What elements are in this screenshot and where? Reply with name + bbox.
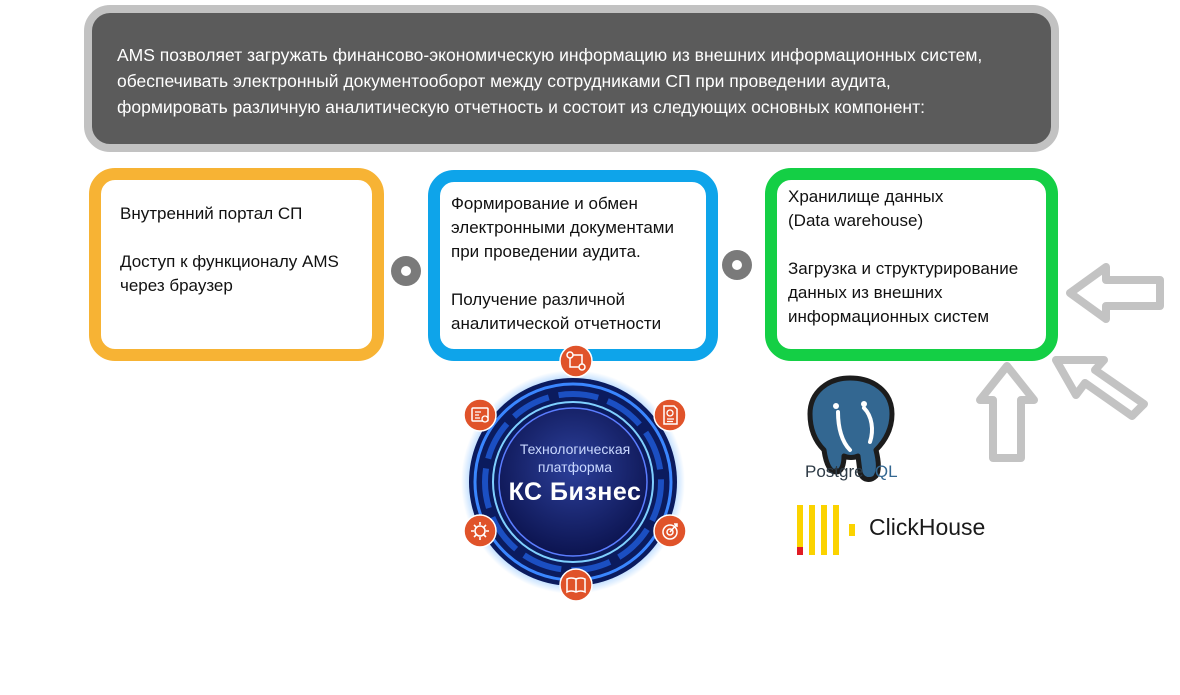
book-icon: [559, 568, 593, 602]
dwh-line-5: информационных систем: [788, 307, 990, 326]
platform-ring-icon: [461, 370, 685, 594]
connector-dot-icon: [722, 250, 752, 280]
target-icon: [653, 514, 687, 548]
banner-line-2: обеспечивать электронный документооборот…: [117, 71, 891, 91]
platform-subtitle: Технологическая платформа: [495, 440, 655, 476]
banner-line-3: формировать различную аналитическую отче…: [117, 97, 925, 117]
banner-line-1: AMS позволяет загружать финансово-эконом…: [117, 45, 983, 65]
workflow-icon: [559, 344, 593, 378]
dashboard-icon: [463, 398, 497, 432]
portal-desc-1: Доступ к функционалу AMS: [120, 252, 339, 271]
dwh-line-2: (Data warehouse): [788, 211, 924, 230]
platform-title: КС Бизнес: [508, 478, 642, 506]
docs-line-1: Формирование и обмен: [451, 194, 638, 213]
arrow-diagonal-icon: [1052, 356, 1148, 420]
postgresql-label-a: Postgre: [805, 462, 864, 481]
docs-line-3: при проведении аудита.: [451, 242, 641, 261]
arrow-up-icon: [976, 362, 1038, 462]
dwh-line-3: Загрузка и структурирование: [788, 259, 1019, 278]
gear-circuit-icon: [463, 514, 497, 548]
postgresql-label: PostgreSQL: [805, 462, 898, 482]
connector-dot-icon: [391, 256, 421, 286]
dwh-line-1: Хранилище данных: [788, 187, 944, 206]
dwh-line-4: данных из внешних: [788, 283, 943, 302]
arrow-left-icon: [1066, 263, 1164, 323]
clickhouse-logo-icon: [797, 505, 855, 555]
card-document-exchange: Формирование и обмен электронными докуме…: [428, 170, 718, 361]
report-icon: [653, 398, 687, 432]
docs-line-5: аналитической отчетности: [451, 314, 662, 333]
postgresql-label-b: SQL: [863, 462, 898, 481]
platform-emblem: Технологическая платформа КС Бизнес: [455, 342, 695, 607]
portal-desc-2: через браузер: [120, 276, 233, 295]
postgresql-logo-icon: [807, 375, 895, 482]
docs-line-2: электронными документами: [451, 218, 674, 237]
platform-subtitle-line-2: платформа: [537, 459, 613, 475]
portal-title: Внутренний портал СП: [120, 204, 303, 223]
card-internal-portal: Внутренний портал СП Доступ к функционал…: [89, 168, 384, 361]
intro-banner: AMS позволяет загружать финансово-эконом…: [84, 5, 1059, 152]
clickhouse-label: ClickHouse: [869, 514, 986, 540]
card-data-warehouse: Хранилище данных (Data warehouse) Загруз…: [765, 168, 1058, 361]
docs-line-4: Получение различной: [451, 290, 626, 309]
platform-subtitle-line-1: Технологическая: [519, 441, 631, 457]
